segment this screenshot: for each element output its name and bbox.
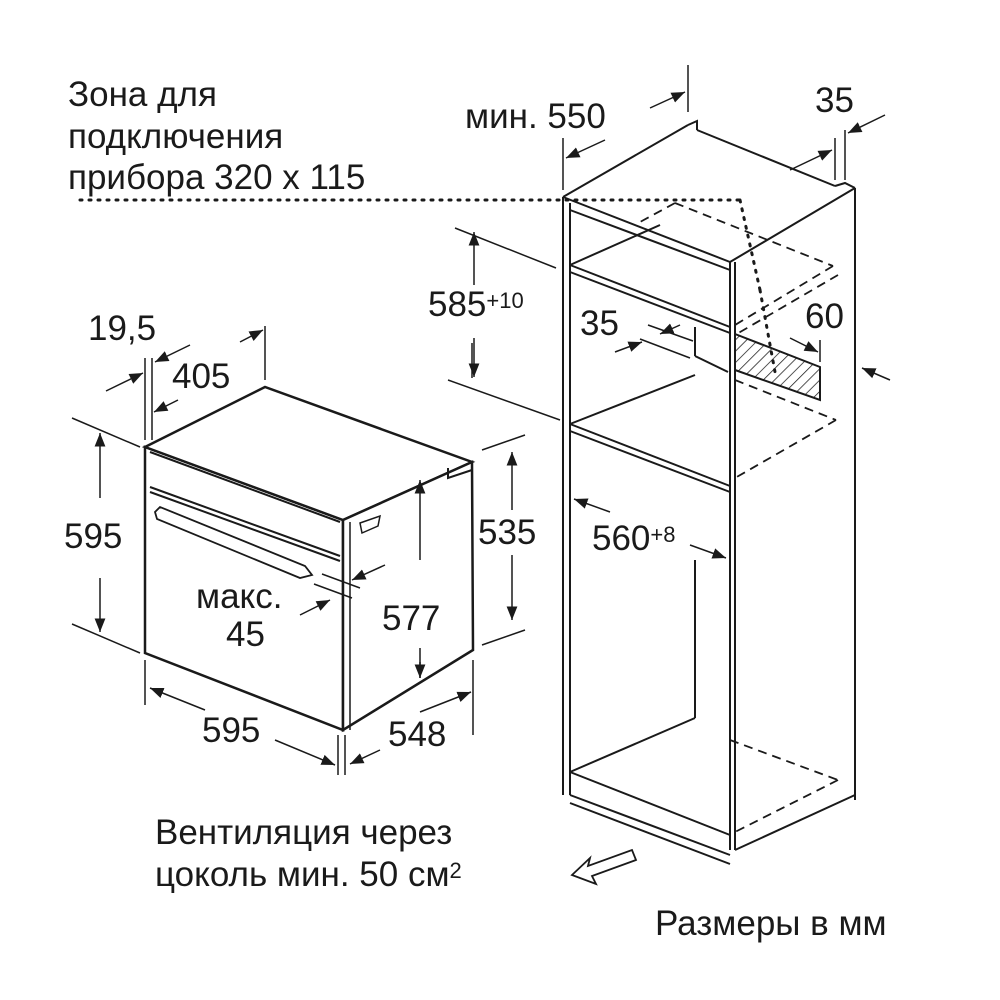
cabinet-niche-width: 560+8: [592, 520, 676, 558]
cabinet-rear-gap: 35: [580, 304, 619, 343]
niche-height-value: 585: [428, 285, 487, 324]
oven-max-value: 45: [226, 615, 265, 654]
oven-depth-top: 405: [172, 357, 231, 396]
oven-body-height: 535: [478, 513, 537, 552]
cabinet-vent-depth: 60: [805, 297, 844, 336]
niche-width-value: 560: [592, 519, 651, 558]
oven-dimension-lines: [71, 326, 561, 775]
cabinet-dimension-lines: [454, 65, 891, 559]
oven-inner-height: 577: [382, 599, 441, 638]
oven-max-label: макс.: [196, 577, 283, 616]
connection-zone-line1: Зона для: [68, 75, 217, 114]
connection-zone-line2: подключения: [68, 117, 284, 156]
cabinet-min-width: мин. 550: [465, 97, 606, 136]
ventilation-text: цоколь мин. 50 см: [155, 855, 450, 894]
cabinet-niche-height: 585+10: [428, 286, 524, 324]
oven-height: 595: [64, 517, 123, 556]
oven-outline: [141, 385, 476, 733]
oven-front-thickness: 19,5: [88, 309, 157, 348]
connection-zone-line3: прибора 320 x 115: [68, 158, 366, 197]
cabinet-outline: [78, 119, 856, 865]
niche-width-tolerance: +8: [650, 522, 676, 547]
units-note: Размеры в мм: [655, 904, 887, 943]
oven-depth: 548: [388, 715, 447, 754]
ventilation-line2: цоколь мин. 50 см2: [155, 856, 462, 894]
ventilation-superscript: 2: [449, 858, 462, 883]
cabinet-top-offset: 35: [815, 81, 854, 120]
niche-height-tolerance: +10: [486, 288, 524, 313]
oven-width: 595: [202, 711, 261, 750]
ventilation-arrow-icon: [570, 848, 638, 886]
ventilation-line1: Вентиляция через: [155, 813, 453, 852]
